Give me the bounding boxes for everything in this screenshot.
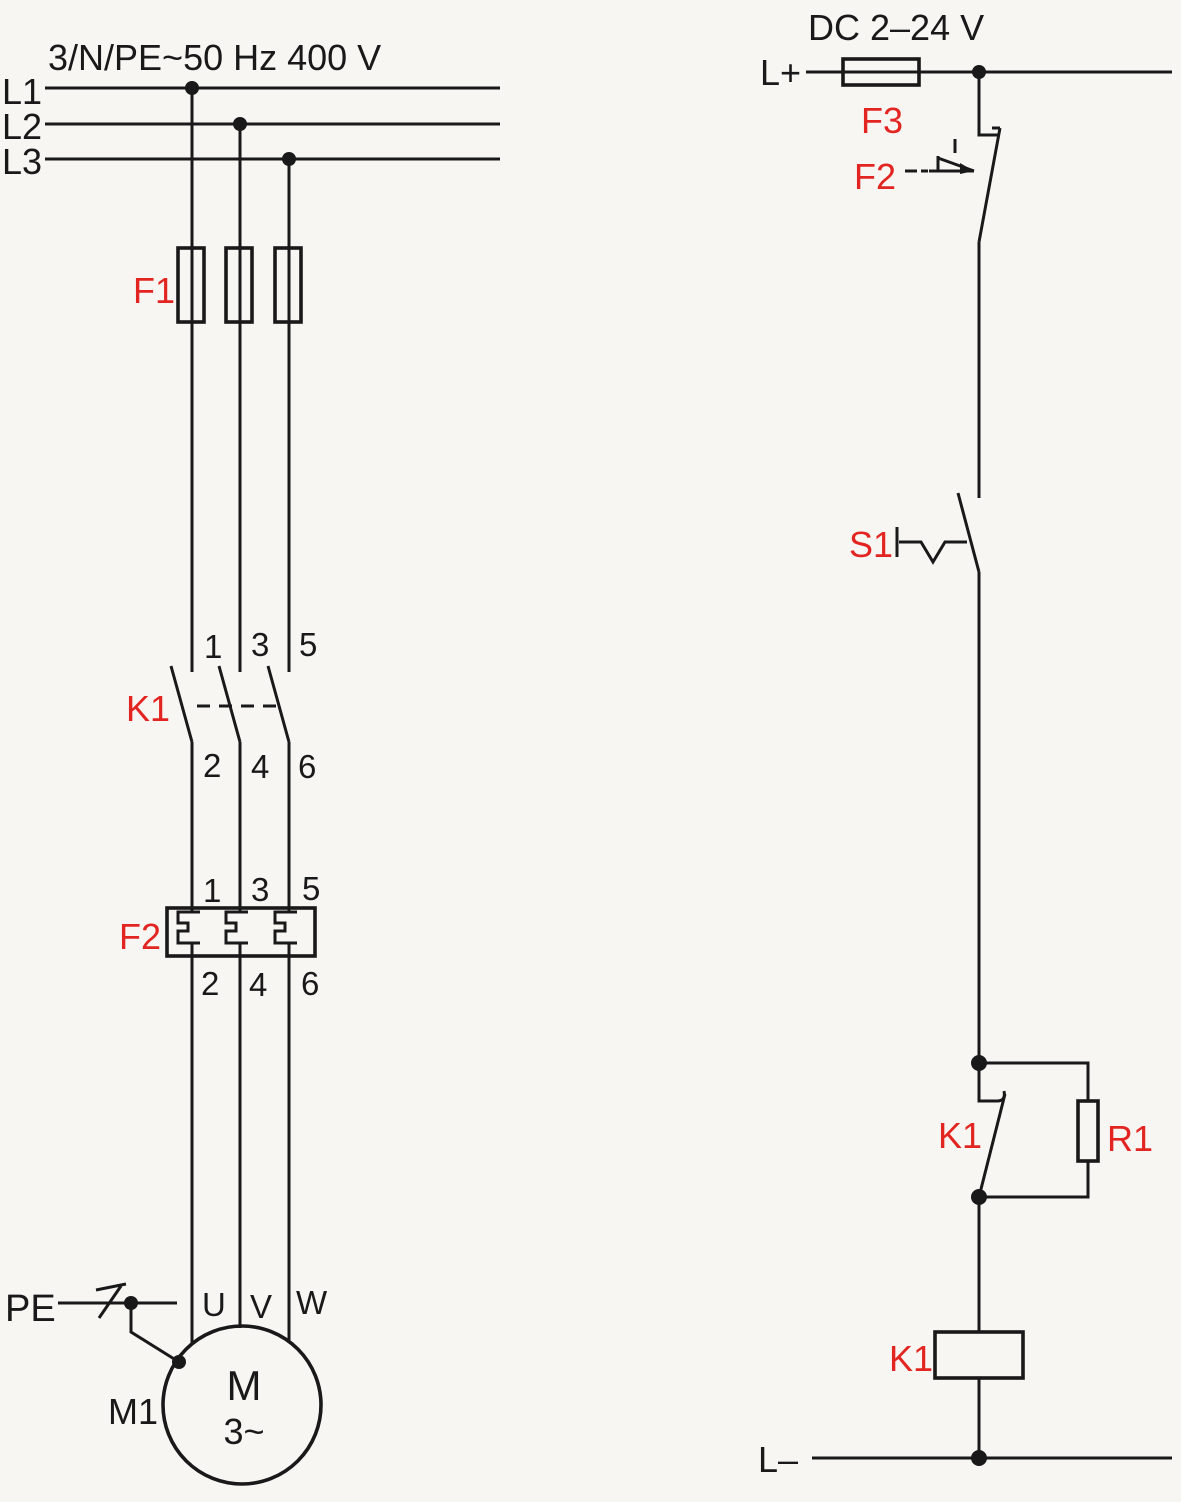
nc-contact-blade [977,126,1002,243]
motor-letter: M [227,1362,262,1409]
resistor-body [1076,1099,1100,1163]
aux-contact-k1-label: K1 [938,1115,982,1156]
aux-contact-k1: K1 [938,1055,1007,1205]
phase-label-l2: L2 [2,106,42,147]
terminal-1: 1 [204,628,222,665]
overload-terminal-3: 3 [251,871,269,908]
thermal-release-arrowhead [960,163,974,174]
detent-linkage [899,540,967,565]
fuse-f1: F1 [133,246,303,324]
terminal-3: 3 [251,626,269,663]
overload-terminal-2: 2 [201,965,219,1002]
overload-terminal-1: 1 [203,872,221,909]
motor-terminal-u: U [202,1286,226,1323]
motor-ref-label: M1 [108,1391,158,1432]
aux-contact-blade [977,1093,1007,1198]
contactor-k1-label: K1 [126,688,170,729]
fuse-f1-label: F1 [133,270,175,311]
pe-stroke-mark [95,1282,127,1319]
supply-spec-label: 3/N/PE~50 Hz 400 V [48,37,381,78]
pe-conductor: PE [5,1282,186,1369]
motor-m1: U V W M1 M 3~ [108,1284,328,1486]
minus-rail: L– [758,1439,1172,1480]
overload-terminal-5: 5 [302,870,320,907]
terminal-5: 5 [299,626,317,663]
motor-circle [161,1324,323,1486]
motor-type: 3~ [223,1411,264,1452]
plus-rail-label: L+ [760,52,801,93]
heater-elements [176,910,297,945]
coil-k1-label: K1 [889,1338,933,1379]
phase-label-l3: L3 [2,141,42,182]
phase-wires-middle [190,742,291,912]
contactor-k1-main-contacts: K1 1 3 5 2 4 6 [126,626,317,785]
plus-rail: DC 2–24 V L+ [760,7,1172,93]
switch-s1: S1 [849,492,981,573]
overload-terminal-6: 6 [301,965,319,1002]
pe-label: PE [5,1288,56,1330]
contactor-coil-k1: K1 [889,1197,1025,1458]
phase-label-l1: L1 [2,71,42,112]
terminal-4: 4 [251,748,269,785]
minus-rail-junction [971,1450,987,1466]
overload-nc-contact-f2: F2 [854,72,1002,243]
switch-blade [956,492,981,573]
control-fuse-f3: F3 [841,57,921,141]
economy-resistor-r1: R1 [979,1061,1153,1199]
overload-contact-f2-label: F2 [854,156,896,197]
contact-blades [169,665,291,743]
overload-terminal-4: 4 [249,966,267,1003]
coil-body [933,1330,1025,1380]
thermal-release-icon [929,139,975,173]
resistor-r1-label: R1 [1107,1118,1153,1159]
motor-terminal-v: V [250,1288,272,1325]
minus-rail-label: L– [758,1439,798,1480]
motor-terminal-w: W [296,1284,328,1321]
thermal-overload-f2: 1 3 5 F2 2 4 6 [119,870,320,1003]
switch-s1-label: S1 [849,524,893,565]
terminal-6: 6 [298,748,316,785]
phase-wires-upper [190,88,291,672]
terminal-2: 2 [203,747,221,784]
supply-rails: 3/N/PE~50 Hz 400 V L1 L2 L3 [2,37,500,182]
phase-wires-lower [190,943,291,1345]
control-supply-label: DC 2–24 V [808,7,984,48]
overload-f2-label: F2 [119,916,161,957]
fuse-f3-label: F3 [861,100,903,141]
